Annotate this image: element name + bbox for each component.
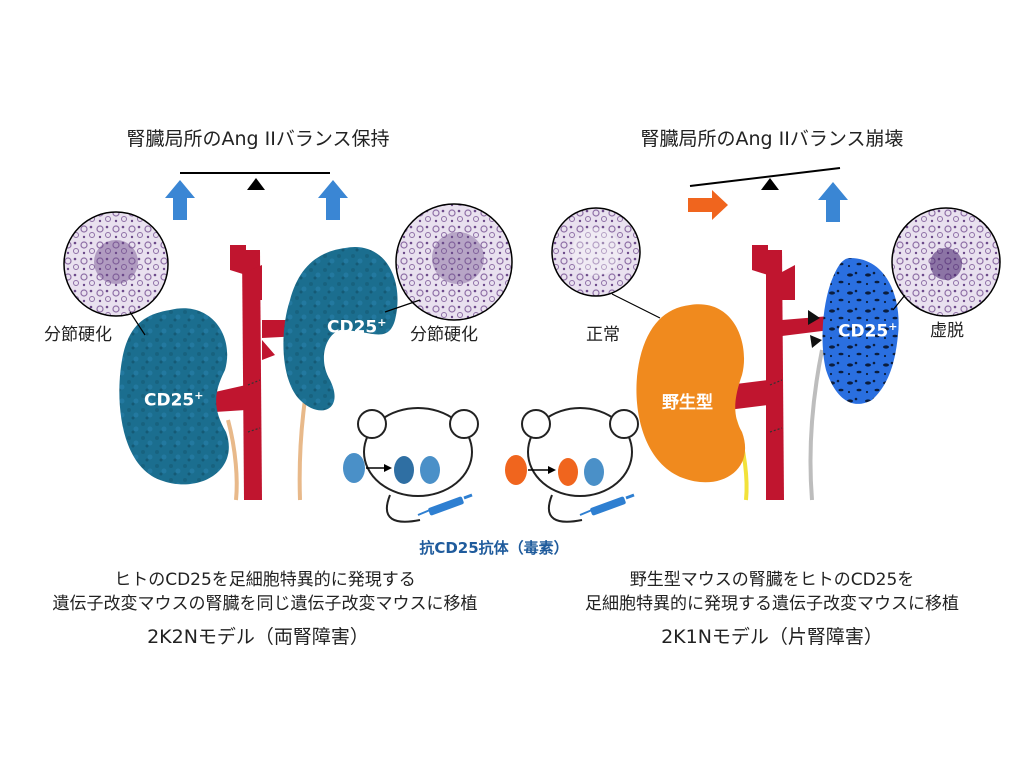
up-arrow-icon (818, 182, 848, 222)
balance-fulcrum-icon (247, 178, 265, 190)
label-normal: 正常 (586, 325, 620, 345)
glomerulus-icon (432, 232, 484, 284)
up-arrow-icon (165, 180, 195, 220)
right-kidney-marker: CD25+ (327, 316, 387, 338)
left-label-sclerosis: 分節硬化 (44, 325, 112, 345)
left-title: 腎臓局所のAng IIバランス保持 (126, 128, 390, 150)
left-desc-line2: 遺伝子改変マウスの腎臓を同じ遺伝子改変マウスに移植 (52, 594, 478, 614)
right-desc-line1: 野生型マウスの腎臓をヒトのCD25を (629, 570, 915, 590)
kidney-right-cd25-collapsed (822, 258, 899, 404)
leader-line (611, 293, 661, 319)
left-balance (180, 172, 330, 190)
balance-fulcrum-icon (761, 178, 779, 190)
histology-circle-icon (63, 211, 169, 317)
collapsed-kidney-marker: CD25+ (838, 320, 898, 342)
right-model-name: 2K1Nモデル（片腎障害） (661, 626, 883, 648)
histology-circle-icon (395, 203, 513, 321)
mouse-right (505, 407, 639, 523)
kidney-icon (584, 458, 604, 486)
ureter (808, 349, 824, 501)
kidney-icon (394, 456, 414, 484)
left-model-name: 2K2Nモデル（両腎障害） (147, 626, 369, 648)
right-arrow-icon (688, 190, 728, 220)
label-collapse: 虚脱 (930, 321, 964, 341)
right-title: 腎臓局所のAng IIバランス崩壊 (640, 128, 904, 150)
histology-circle-icon (551, 207, 641, 297)
glomerulus-icon (572, 228, 620, 276)
syringe-icon (579, 493, 635, 516)
kidney-right-cd25 (283, 246, 398, 411)
ureter (226, 419, 239, 501)
leader-line (384, 299, 421, 313)
leader-line (892, 294, 906, 311)
clamp-icon (808, 310, 820, 325)
mouse-outline-icon (527, 407, 633, 497)
antibody-label: 抗CD25抗体（毒素） (419, 539, 569, 557)
up-arrow-icon (318, 180, 348, 220)
kidney-icon (343, 453, 365, 483)
glomerulus-icon (930, 248, 962, 280)
kidney-left-wildtype (636, 304, 746, 483)
balance-beam (689, 167, 841, 187)
syringe-icon (417, 493, 473, 516)
kidney-icon (505, 455, 527, 485)
left-desc-line1: ヒトのCD25を足細胞特異的に発現する (114, 570, 416, 590)
left-kidney-marker: CD25+ (144, 389, 204, 411)
kidney-icon (558, 458, 578, 486)
kidney-left-cd25 (119, 308, 229, 485)
right-desc-line2: 足細胞特異的に発現する遺伝子改変マウスに移植 (585, 594, 959, 614)
leader-line (129, 311, 146, 336)
wildtype-kidney-marker: 野生型 (662, 393, 713, 413)
mouse-left (343, 407, 479, 523)
renal-artery-right (728, 245, 830, 500)
right-panel (505, 167, 1001, 523)
mouse-outline-icon (363, 407, 473, 497)
kidney-icon (420, 456, 440, 484)
clamp-icon (810, 335, 822, 348)
right-label-sclerosis: 分節硬化 (410, 325, 478, 345)
glomerulus-icon (94, 240, 138, 284)
left-panel (63, 172, 513, 523)
